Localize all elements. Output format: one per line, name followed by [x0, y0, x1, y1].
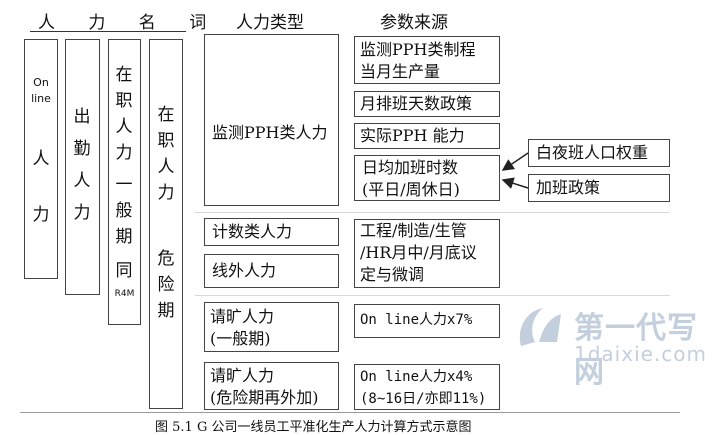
type-leave-danger-box	[204, 362, 339, 410]
watermark-text-1: 第一代写网	[574, 311, 698, 390]
source-schedule-box	[354, 91, 500, 117]
type-count-label: 计数类人力	[212, 222, 293, 241]
type-leave-danger-label: 请旷人力 (危险期再外加)	[210, 366, 319, 407]
source-leave-danger-box	[354, 364, 500, 410]
source-actual-pph-label: 实际PPH 能力	[360, 126, 465, 145]
arrow-weight	[501, 152, 529, 171]
separator-1	[195, 212, 670, 213]
source-overtime-box	[354, 155, 500, 201]
source-count-offline-label: 工程/制造/生管 /HR月中/月底议 定与微调	[360, 221, 477, 284]
caption-rule	[20, 412, 680, 413]
in-service-normal-name-box	[108, 39, 141, 325]
type-offline-box	[204, 254, 339, 288]
watermark-text-2: 1daixie.com	[574, 342, 708, 366]
source-actual-pph-box	[354, 123, 500, 149]
factor-weight-label: 白夜班人口权重	[536, 143, 649, 162]
separator-2	[195, 295, 670, 296]
source-overtime-label: 日均加班时数 (平日/周休日)	[362, 158, 460, 199]
in-service-normal-suffix: R4M	[114, 289, 135, 299]
source-pph-output-label: 监测PPH类制程 当月生产量	[360, 40, 476, 81]
type-offline-label: 线外人力	[212, 261, 277, 280]
attendance-label: 出 勤 人 力	[73, 107, 91, 223]
type-pph-box	[204, 34, 339, 206]
type-count-box	[204, 218, 339, 246]
online-name-box	[24, 39, 58, 279]
header-name-rule	[30, 31, 186, 32]
watermark-logo-icon	[519, 308, 561, 346]
online-line2: line	[31, 92, 51, 105]
factor-policy-box	[528, 174, 670, 202]
type-leave-normal-label: 请旷人力 (一般期)	[210, 307, 275, 348]
type-pph-label: 监测PPH类人力	[212, 123, 328, 142]
source-count-offline-box	[354, 219, 500, 288]
factor-policy-label: 加班政策	[536, 178, 601, 197]
factor-weight-box	[528, 139, 670, 167]
header-type: 人力类型	[236, 13, 304, 33]
type-leave-normal-box	[204, 302, 339, 352]
arrow-policy	[501, 177, 529, 189]
in-service-danger-name-box	[149, 39, 183, 409]
figure-caption: 图 5.1 G 公司一线员工平准化生产人力计算方式示意图	[155, 420, 472, 435]
source-schedule-label: 月排班天数政策	[360, 94, 473, 113]
online-label: 人 力	[32, 149, 50, 225]
header-name: 人 力 名 词	[38, 13, 221, 33]
source-pph-output-box	[354, 36, 500, 84]
attendance-name-box	[65, 39, 100, 295]
source-leave-normal-box	[354, 304, 500, 338]
source-leave-normal-label: On line人力x7%	[360, 312, 473, 328]
source-leave-danger-label: On line人力x4% (8~16日/亦即11%)	[360, 369, 487, 407]
header-source: 参数来源	[380, 13, 448, 33]
online-line1: On	[33, 76, 49, 89]
in-service-danger-label: 在 职 人 力 危 险 期	[157, 105, 175, 321]
in-service-normal-label: 在 职 人 力 一 般 期 同	[115, 65, 133, 281]
